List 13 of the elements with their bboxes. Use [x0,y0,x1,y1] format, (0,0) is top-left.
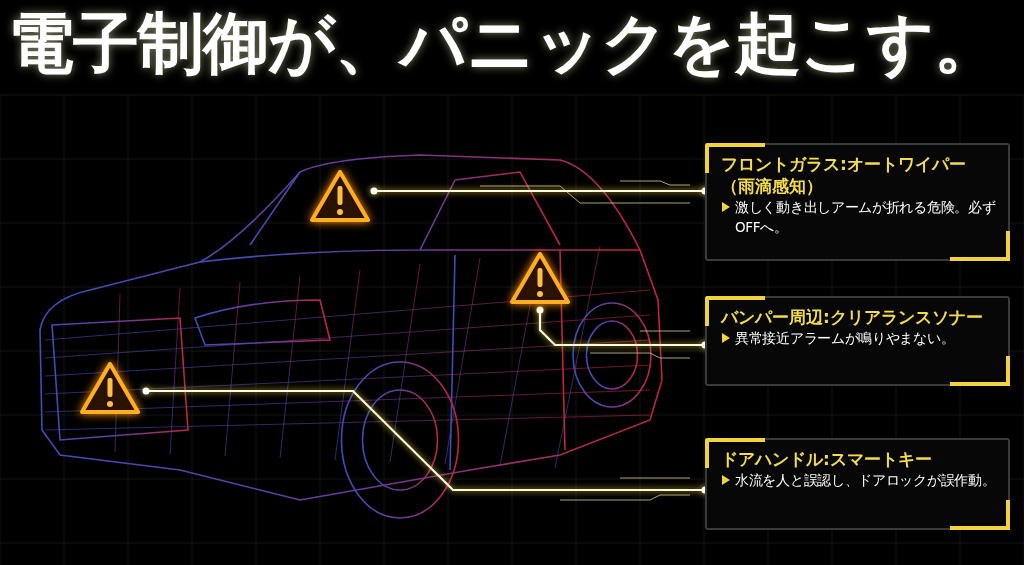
callout-card [705,438,1010,530]
title: 電子制御が、パニックを起こす。 [8,4,1000,84]
callout-card [705,296,1010,386]
warning-icon [508,250,572,306]
callout-text: 激しく動き出しアームが折れる危険。必ずOFFへ。 [735,199,996,235]
callout-card [705,143,1010,261]
callout-text: 異常接近アラームが鳴りやまない。 [735,330,955,346]
callout-heading: バンパー周辺:クリアランスソナー [721,306,984,328]
callout-heading: フロントガラス:オートワイパー（雨滴感知） [721,153,967,197]
callout-text: 水流を人と誤認し、ドアロックが誤作動。 [735,472,996,488]
warning-icon [308,168,372,224]
warning-icon [78,360,142,416]
callout-heading: ドアハンドル:スマートキー [721,448,933,470]
